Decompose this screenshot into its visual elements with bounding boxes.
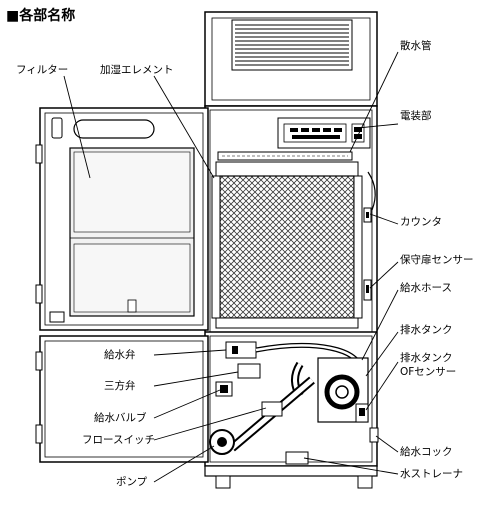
door-sensor-part	[363, 279, 372, 301]
top-vent-housing	[204, 11, 378, 107]
label-drain-tank-of-sensor-line1: 排水タンク	[400, 352, 453, 364]
water-strainer-part	[285, 451, 309, 465]
label-three-way-valve: 三方弁	[104, 380, 136, 392]
label-humidifying-element: 加湿エレメント	[100, 64, 174, 76]
vent-grille	[231, 19, 353, 71]
base-casters	[204, 465, 378, 489]
electric-cable	[367, 171, 376, 211]
supply-cock-part	[369, 427, 379, 443]
lower-door	[35, 335, 209, 463]
label-door-sensor: 保守扉センサー	[400, 254, 474, 266]
label-pump: ポンプ	[116, 476, 148, 488]
label-supply-hose: 給水ホース	[400, 282, 452, 294]
supply-valve-part	[225, 341, 257, 359]
label-drain-tank-of-sensor-line2: OFセンサー	[400, 366, 457, 378]
leader-lines	[63, 51, 399, 483]
label-float-switch: フロースイッチ	[82, 434, 155, 446]
label-supply-cock: 給水コック	[400, 446, 453, 458]
label-supply-valve: 給水弁	[104, 349, 136, 361]
float-switch-part	[261, 401, 283, 417]
label-counter: カウンタ	[400, 216, 442, 228]
diffuser-pipe	[217, 151, 353, 161]
filter	[69, 147, 195, 317]
counter-part	[363, 207, 372, 223]
three-way-valve-part	[237, 363, 261, 379]
supply-ball-valve-part	[215, 381, 233, 397]
diagram-title: ■各部名称	[6, 8, 76, 24]
pump-part	[209, 429, 235, 455]
label-diffuser-pipe: 散水管	[400, 40, 432, 52]
of-sensor-part	[355, 403, 369, 423]
humidifying-element	[211, 161, 363, 329]
electrical-box	[277, 117, 371, 149]
label-supply-ball-valve: 給水バルブ	[94, 412, 147, 424]
label-drain-tank: 排水タンク	[400, 324, 453, 336]
label-filter: フィルター	[16, 64, 69, 76]
label-electrical-box: 電装部	[400, 110, 432, 122]
label-water-strainer: 水ストレーナ	[400, 468, 463, 480]
